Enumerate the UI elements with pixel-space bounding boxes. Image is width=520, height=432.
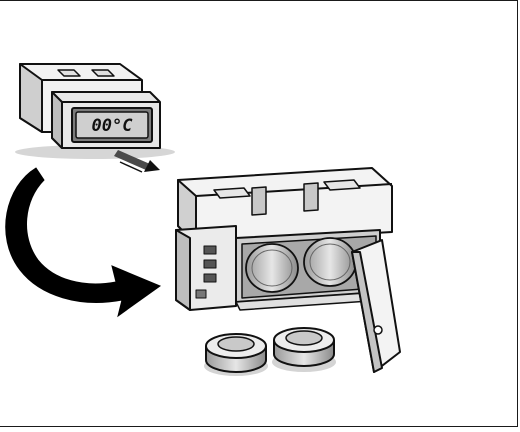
curved-arrow-icon	[6, 168, 160, 316]
coin-cell-battery-icon	[272, 328, 336, 372]
coin-cell-battery-icon	[204, 334, 268, 376]
meter-unit-icon: 00°C	[15, 64, 175, 172]
meter-display-reading: 00°C	[92, 116, 134, 136]
